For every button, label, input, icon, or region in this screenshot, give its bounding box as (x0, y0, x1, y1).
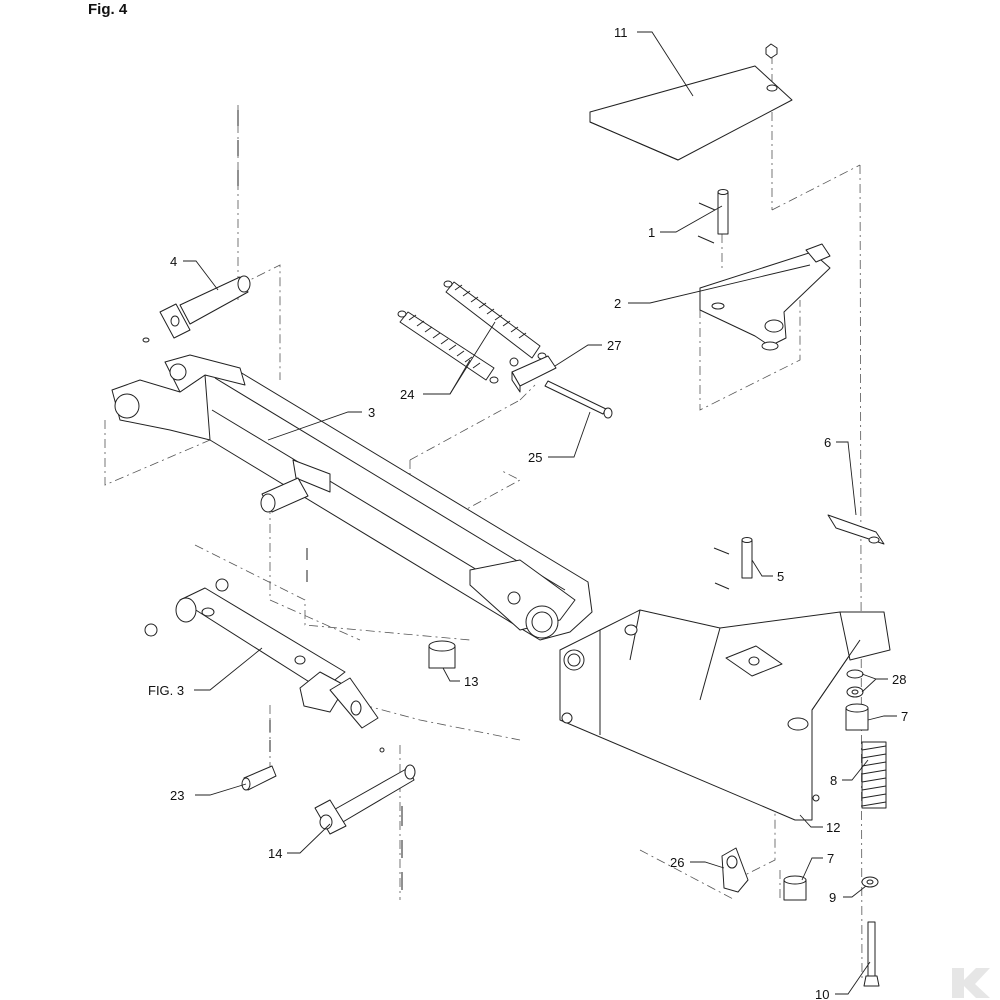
callout-11: 11 (614, 25, 628, 40)
callout-7-upper: 7 (901, 709, 908, 724)
part-26-lug (721, 847, 749, 893)
part-7-lower-bushing (783, 875, 807, 901)
part-24-springs (397, 280, 547, 384)
callout-4: 4 (170, 254, 177, 269)
part-11-nut (765, 43, 778, 59)
callout-25: 25 (528, 450, 542, 465)
part-25-bolt (544, 380, 613, 419)
callout-3: 3 (368, 405, 375, 420)
part-5-pin (741, 537, 753, 579)
fig-3-cylinder (144, 578, 385, 753)
part-7-upper-bushing (845, 703, 869, 731)
part-6-plate (827, 514, 885, 545)
small-roll-pins (237, 110, 730, 590)
part-23-pin (241, 720, 277, 791)
callout-14: 14 (268, 846, 282, 861)
callout-12: 12 (826, 820, 840, 835)
callout-13: 13 (464, 674, 478, 689)
part-1-pin (697, 189, 729, 244)
callout-10: 10 (815, 987, 829, 1000)
callout-5: 5 (777, 569, 784, 584)
callout-23: 23 (170, 788, 184, 803)
callout-2: 2 (614, 296, 621, 311)
part-11-plate (589, 43, 793, 161)
figure-title: Fig. 4 (88, 1, 128, 18)
part-27-clamp (509, 355, 557, 393)
part-13-bushing (428, 640, 456, 669)
part-4-pin (142, 275, 251, 343)
callout-1: 1 (648, 225, 655, 240)
leader-lines (183, 31, 897, 995)
callout-26: 26 (670, 855, 684, 870)
callout-24: 24 (400, 387, 414, 402)
callout-6: 6 (824, 435, 831, 450)
part-3-arm (111, 354, 593, 641)
part-12-frame (559, 609, 891, 821)
part-10-bolt (863, 921, 880, 987)
callout-8: 8 (830, 773, 837, 788)
part-2-bracket (699, 243, 831, 351)
watermark-logo (952, 968, 990, 998)
callout-7-lower: 7 (827, 851, 834, 866)
part-28-washers (846, 669, 864, 698)
callout-27: 27 (607, 338, 621, 353)
part-9-washer (861, 876, 879, 888)
callout-fig-3: FIG. 3 (148, 683, 184, 698)
callout-labels: 11 1 2 4 27 24 3 25 6 5 28 7 FIG. 3 13 8… (148, 25, 908, 1000)
part-8-spring (861, 741, 887, 809)
assembly-centerlines (104, 55, 863, 981)
callout-28: 28 (892, 672, 906, 687)
callout-9: 9 (829, 890, 836, 905)
